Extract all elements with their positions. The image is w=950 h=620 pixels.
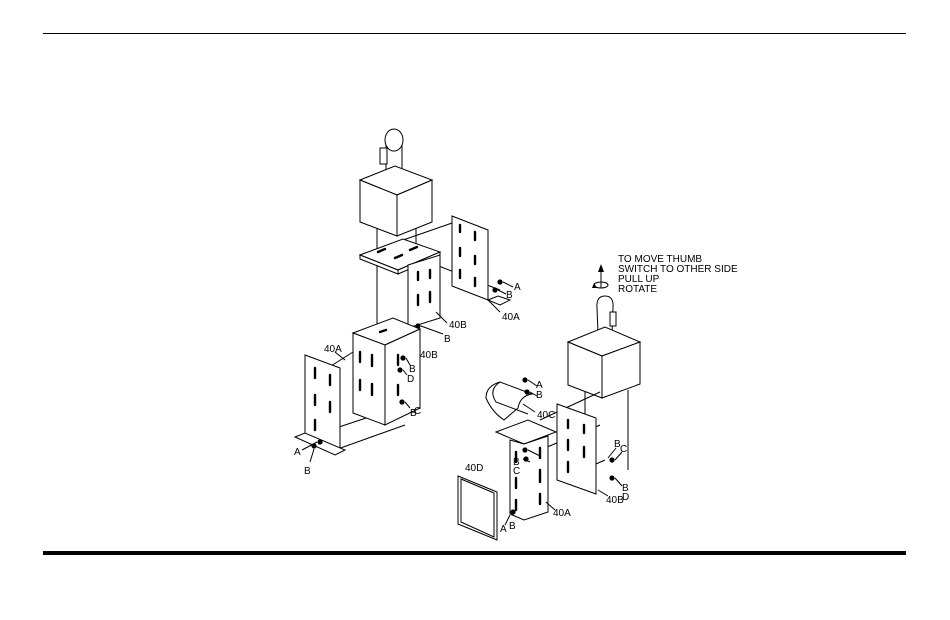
bracket-40b-mid	[408, 255, 440, 328]
label-40b-right: 40B	[606, 495, 624, 506]
panel-40d	[458, 476, 497, 540]
control-box-right	[568, 327, 640, 398]
letter-b1: B	[506, 290, 513, 301]
label-40b-mid: 40B	[420, 350, 438, 361]
label-40c: 40C	[537, 410, 555, 421]
label-40b-top: 40B	[449, 320, 467, 331]
instructions: TO MOVE THUMB SWITCH TO OTHER SIDE PULL …	[618, 254, 738, 295]
letter-c1: C	[414, 406, 421, 417]
label-40a-right: 40A	[553, 508, 571, 519]
letter-c3: C	[620, 444, 627, 455]
letter-a1: A	[514, 282, 521, 293]
letter-b5: B	[304, 466, 311, 477]
left-assembly: 40A 40B 40B 40A A B B B D B C A B	[294, 129, 521, 477]
letter-b2: B	[444, 334, 451, 345]
instruction-line-4: ROTATE	[618, 284, 657, 295]
letter-b6: B	[536, 390, 543, 401]
label-40a-top: 40A	[502, 312, 520, 323]
bracket-40b-right	[557, 404, 596, 494]
control-box-left	[360, 166, 432, 236]
letter-b10: B	[509, 521, 516, 532]
letter-d1: D	[407, 374, 414, 385]
label-40d: 40D	[465, 463, 483, 474]
label-40a-left: 40A	[324, 344, 342, 355]
bracket-40c	[486, 382, 532, 420]
rotate-arrow-icon	[592, 264, 608, 288]
letter-a4: A	[500, 524, 507, 535]
letter-a2: A	[294, 447, 301, 458]
letter-c2: C	[513, 466, 520, 477]
bracket-40a-right	[496, 420, 556, 520]
